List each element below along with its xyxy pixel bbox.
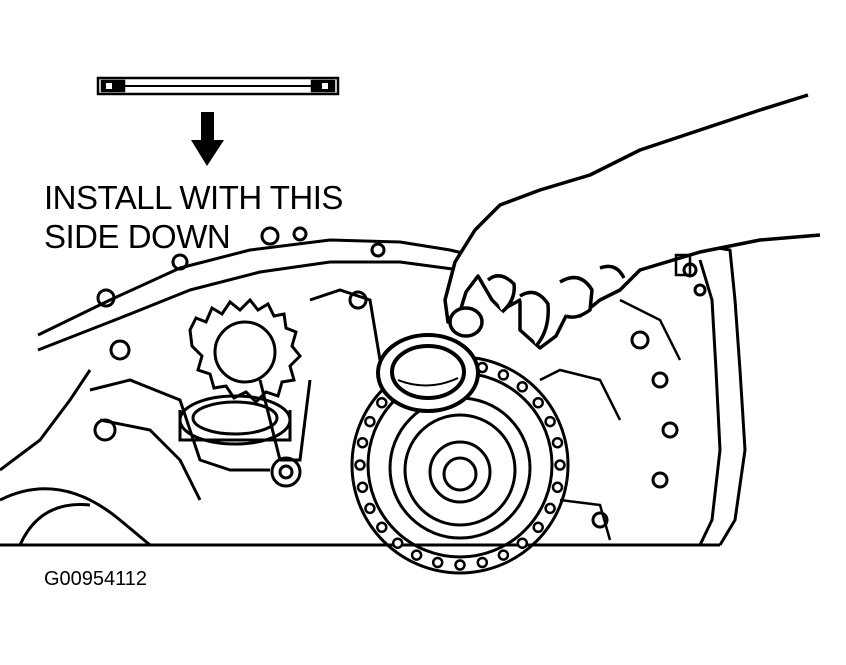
figure-id: G00954112 bbox=[44, 568, 148, 590]
drum-bolt-hole bbox=[476, 556, 489, 569]
drum-bolt-hole bbox=[354, 459, 366, 471]
instruction-line-2: SIDE DOWN bbox=[44, 218, 231, 255]
hand bbox=[443, 93, 821, 350]
drum-bolt-hole bbox=[391, 537, 404, 549]
instruction-line-1: INSTALL WITH THIS bbox=[44, 179, 343, 216]
drum-bolt-hole bbox=[516, 537, 529, 549]
thrust-washer bbox=[376, 333, 480, 413]
drum-bolt-hole bbox=[356, 436, 369, 449]
drum-bolt-hole bbox=[364, 415, 376, 428]
drum-bolt-hole bbox=[554, 459, 566, 471]
drum-bolt-hole bbox=[551, 436, 564, 449]
drum-bolt-hole bbox=[497, 549, 510, 561]
drum-bolt-hole bbox=[544, 502, 556, 515]
left-gear bbox=[178, 297, 303, 446]
down-arrow-icon bbox=[191, 112, 224, 166]
drum-bolt-hole bbox=[410, 549, 423, 561]
drum-bolt-hole bbox=[497, 369, 510, 381]
seal-profile bbox=[96, 76, 340, 96]
drum-bolt-hole bbox=[551, 481, 564, 494]
drum-bolt-hole bbox=[544, 415, 556, 428]
drum-bolt-hole bbox=[356, 481, 369, 494]
drum-bolt-hole bbox=[516, 381, 529, 393]
drum-bolt-hole bbox=[532, 396, 544, 409]
drum-bolt-hole bbox=[364, 502, 376, 515]
drum-bolt-hole bbox=[376, 396, 388, 409]
transmission-case bbox=[0, 226, 747, 547]
drum-bolt-hole bbox=[454, 559, 466, 571]
linkage bbox=[0, 288, 382, 547]
case-details bbox=[539, 253, 692, 541]
drum-bolt-hole bbox=[431, 556, 444, 569]
drum-bolt-hole bbox=[532, 521, 544, 534]
drum-bolt-hole bbox=[376, 521, 388, 534]
drum-bolt-ring bbox=[354, 359, 566, 571]
